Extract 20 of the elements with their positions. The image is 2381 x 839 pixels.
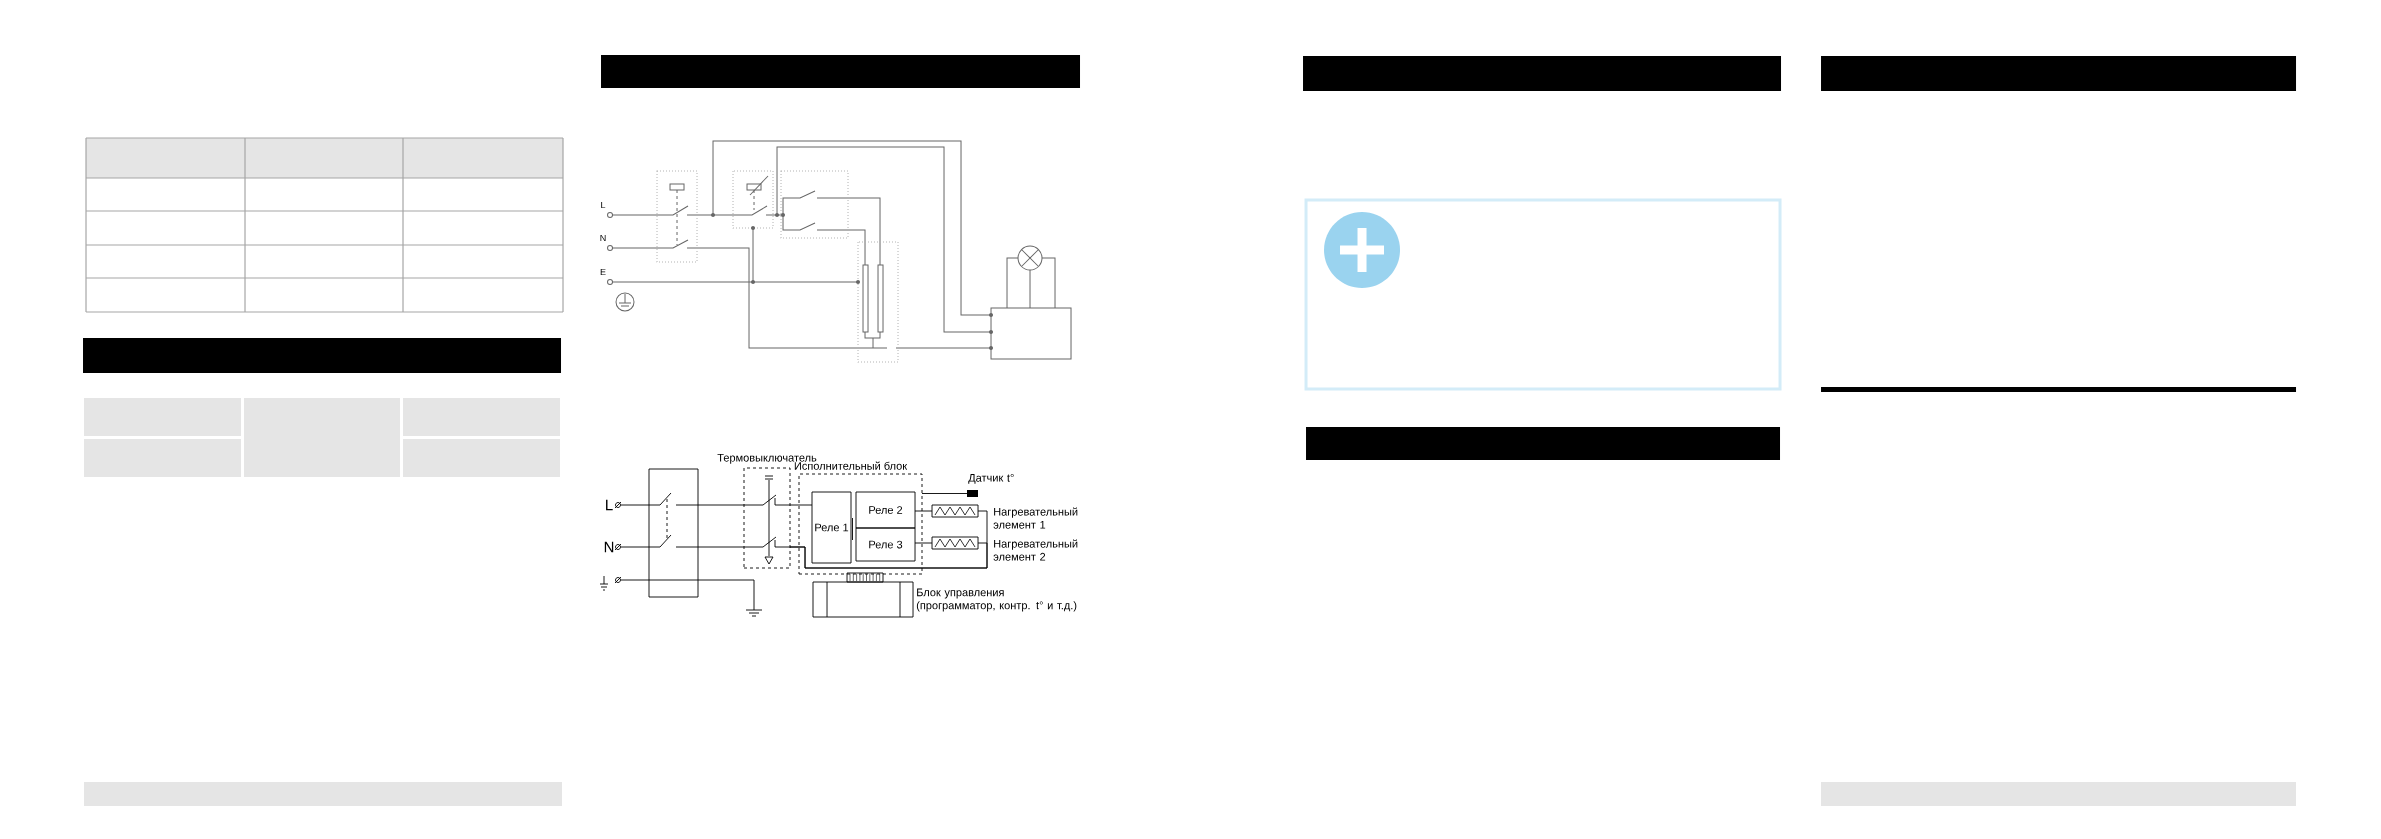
- wire: [921, 493, 968, 494]
- wire: [697, 546, 745, 548]
- unit-label: Блок управления (программатор, контр. t° и т.д.): [916, 588, 1077, 612]
- wire: [697, 504, 745, 506]
- element-label: Нагревательный элемент 1: [993, 507, 1078, 529]
- sensor-label: Датчик t°: [968, 473, 1014, 484]
- wire: [914, 542, 933, 544]
- relay-box: Реле 2: [855, 491, 916, 529]
- terminal-label: L: [601, 201, 606, 209]
- terminal-label: N: [600, 234, 606, 242]
- terminal-label: L: [606, 499, 613, 511]
- wire: [789, 542, 988, 569]
- switch-box: [648, 468, 699, 598]
- terminal-label: N: [604, 541, 614, 553]
- wire: [789, 504, 813, 506]
- relay-box: Реле 1: [811, 491, 853, 564]
- relay-box: Реле 3: [855, 527, 916, 562]
- element-label: Нагревательный элемент 2: [993, 539, 1078, 561]
- wire: [914, 510, 933, 512]
- terminal-label: E: [600, 268, 606, 276]
